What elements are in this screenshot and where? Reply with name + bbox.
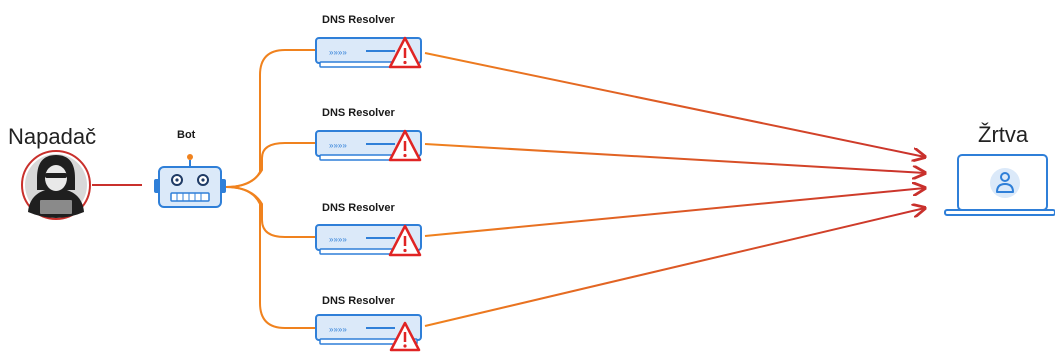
dns-resolver-1: DNS Resolver »»»» <box>315 14 422 69</box>
dns-resolver-3-label: DNS Resolver <box>322 202 395 214</box>
resolver-3-to-victim-arrow <box>424 188 925 237</box>
dns-resolver-4-label: DNS Resolver <box>322 295 395 307</box>
laptop-user-icon <box>944 154 1055 216</box>
bot-resolver-connectors <box>225 49 316 329</box>
warning-triangle-icon <box>389 321 421 352</box>
robot-icon <box>154 154 226 208</box>
warning-triangle-icon <box>388 36 422 69</box>
dns-resolver-1-label: DNS Resolver <box>322 14 395 26</box>
bot-to-resolver-1-connector <box>225 49 316 188</box>
attacker-label: Napadač <box>8 124 96 149</box>
hacker-avatar-icon <box>21 150 91 220</box>
dns-resolver-4: DNS Resolver »»»» <box>315 295 422 352</box>
dns-resolver-3: DNS Resolver »»»» <box>315 202 422 257</box>
bot-to-resolver-4-connector <box>225 186 316 329</box>
bot-label: Bot <box>177 129 196 141</box>
svg-text:»»»»: »»»» <box>329 141 347 150</box>
resolver-2-to-victim-arrow <box>424 143 925 173</box>
dns-resolver-2: DNS Resolver »»»» <box>315 107 422 162</box>
svg-text:»»»»: »»»» <box>329 48 347 57</box>
warning-triangle-icon <box>388 129 422 162</box>
victim-label: Žrtva <box>978 122 1029 147</box>
resolver-1-to-victim-arrow <box>424 52 925 157</box>
resolver-victim-flows <box>424 52 925 327</box>
resolver-4-to-victim-arrow <box>424 208 925 327</box>
dns-resolver-2-label: DNS Resolver <box>322 107 395 119</box>
svg-text:»»»»: »»»» <box>329 325 347 334</box>
bot-to-resolver-3-connector <box>225 186 316 238</box>
svg-text:»»»»: »»»» <box>329 235 347 244</box>
bot-to-resolver-2-connector <box>225 142 316 188</box>
warning-triangle-icon <box>388 224 422 257</box>
server-icon: »»»» <box>315 314 422 345</box>
